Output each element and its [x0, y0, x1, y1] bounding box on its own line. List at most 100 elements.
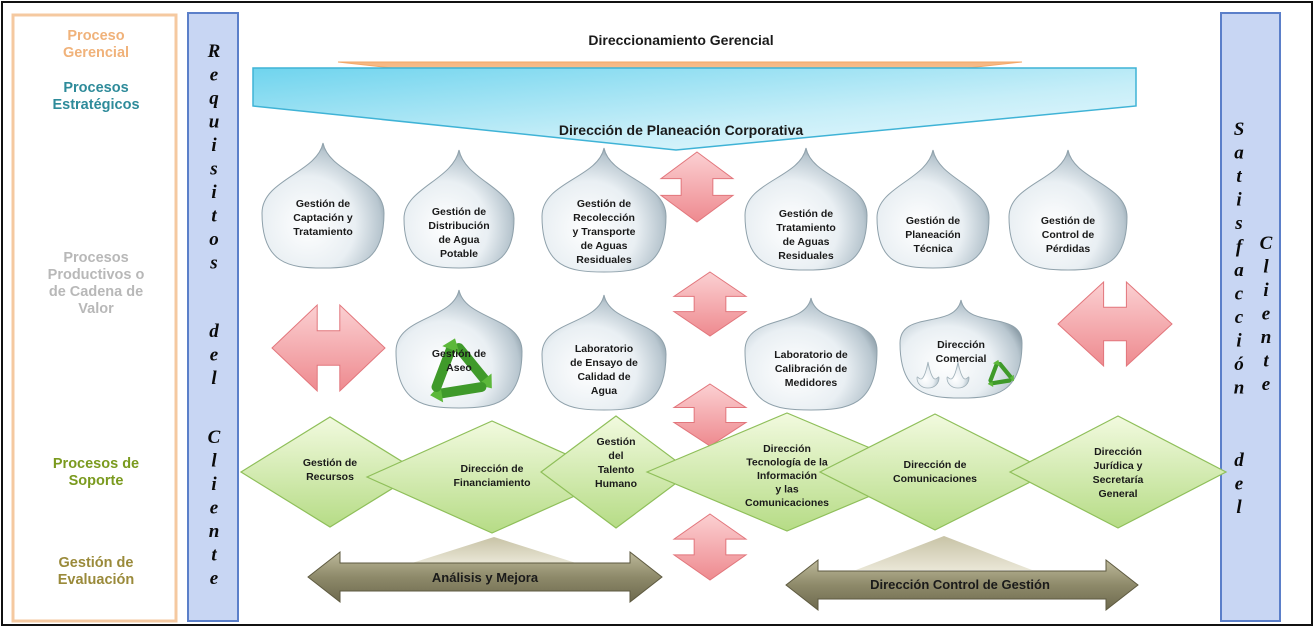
column-letter: s	[209, 253, 217, 274]
category-evaluacion-line: Gestión de	[59, 555, 134, 571]
category-productivos-line: Procesos	[63, 250, 128, 266]
requisitos-column	[187, 12, 239, 622]
drop-label: Gestión de	[296, 198, 350, 210]
column-letter: o	[209, 229, 219, 250]
support-label: Gestión de	[303, 457, 357, 469]
double-arrow-icon	[672, 513, 748, 581]
column-letter: e	[1262, 374, 1271, 395]
drop-label: Residuales	[778, 250, 834, 262]
water-drop-icon	[541, 294, 667, 411]
column-letter: e	[210, 65, 219, 86]
category-productivos-line: Valor	[78, 301, 114, 317]
water-drop-icon	[541, 147, 667, 273]
satisfaccion-column	[1220, 12, 1281, 622]
support-label: Gestión	[596, 436, 635, 448]
column-letter: e	[1235, 474, 1244, 495]
column-letter: ó	[1234, 354, 1244, 375]
category-estrategicos-line: Estratégicos	[52, 97, 139, 113]
column-letter: l	[1236, 497, 1242, 518]
category-evaluacion-line: Evaluación	[58, 572, 135, 588]
drop-label: de Agua	[438, 234, 479, 246]
analisis-triangle	[412, 537, 576, 563]
column-letter: s	[1234, 213, 1242, 234]
drop-label: Laboratorio de	[774, 349, 848, 361]
drop-label: Captación y	[293, 212, 353, 224]
drop-label: Técnica	[913, 243, 952, 255]
drop-label: de Ensayo de	[570, 357, 638, 369]
drop-label: Pérdidas	[1046, 243, 1091, 255]
column-letter: C	[208, 427, 221, 448]
column-letter: q	[209, 88, 219, 109]
column-letter: d	[209, 321, 219, 342]
drop-label: Tratamiento	[293, 226, 353, 238]
recycle-icon	[987, 359, 1014, 388]
water-drop-icon	[261, 142, 385, 269]
column-letter: R	[207, 41, 221, 62]
column-letter: t	[211, 545, 217, 566]
control-label: Dirección Control de Gestión	[870, 577, 1050, 592]
drop-label: Gestión de	[906, 215, 960, 227]
water-drop-icon	[744, 297, 878, 411]
drop-label: de Aguas	[581, 240, 628, 252]
support-label: Humano	[595, 478, 637, 490]
column-letter: i	[1236, 331, 1242, 352]
drop-label: Control de	[1042, 229, 1095, 241]
column-letter: n	[1261, 327, 1272, 348]
support-label: Dirección	[1094, 446, 1142, 458]
drop-label: Planeación	[905, 229, 960, 241]
category-gerencial-line: Proceso	[67, 28, 124, 44]
drop-label: Gestión de	[779, 208, 833, 220]
column-letter: a	[1234, 260, 1244, 281]
support-label: Comunicaciones	[893, 473, 977, 485]
support-label: Dirección	[763, 443, 811, 455]
drop-label: Agua	[591, 385, 617, 397]
column-letter: e	[1262, 304, 1271, 325]
column-letter: f	[1236, 237, 1244, 258]
column-letter: t	[1263, 351, 1269, 372]
column-letter: i	[211, 182, 217, 203]
category-panel	[11, 13, 178, 623]
column-letter: t	[1236, 166, 1242, 187]
analisis-double-arrow	[307, 550, 663, 604]
support-label: Secretaría	[1093, 474, 1144, 486]
drop-label: Gestión de	[432, 348, 486, 360]
double-arrow-icon	[271, 303, 386, 393]
category-gerencial-line: Gerencial	[63, 45, 129, 61]
category-soporte-line: Soporte	[69, 473, 124, 489]
support-label: Recursos	[306, 471, 354, 483]
support-label: General	[1098, 488, 1137, 500]
support-label: Jurídica y	[1093, 460, 1142, 472]
column-letter: i	[1236, 190, 1242, 211]
column-letter: e	[210, 345, 219, 366]
column-letter: d	[1234, 450, 1244, 471]
direccionamiento-label: Direccionamiento Gerencial	[588, 32, 773, 48]
drop-label: Recolección	[573, 212, 635, 224]
drop-label: Gestión de	[432, 206, 486, 218]
drop-label: Distribución	[428, 220, 489, 232]
column-letter: C	[1260, 233, 1273, 254]
control-arrow: Dirección Control de Gestión	[785, 536, 1139, 612]
support-label: y las	[775, 484, 799, 496]
category-productivos-line: de Cadena de	[49, 284, 143, 300]
drop-label: Dirección	[937, 339, 985, 351]
support-label: Talento	[598, 464, 635, 476]
water-drop-icon	[403, 149, 515, 269]
water-drop-icon	[876, 149, 990, 269]
